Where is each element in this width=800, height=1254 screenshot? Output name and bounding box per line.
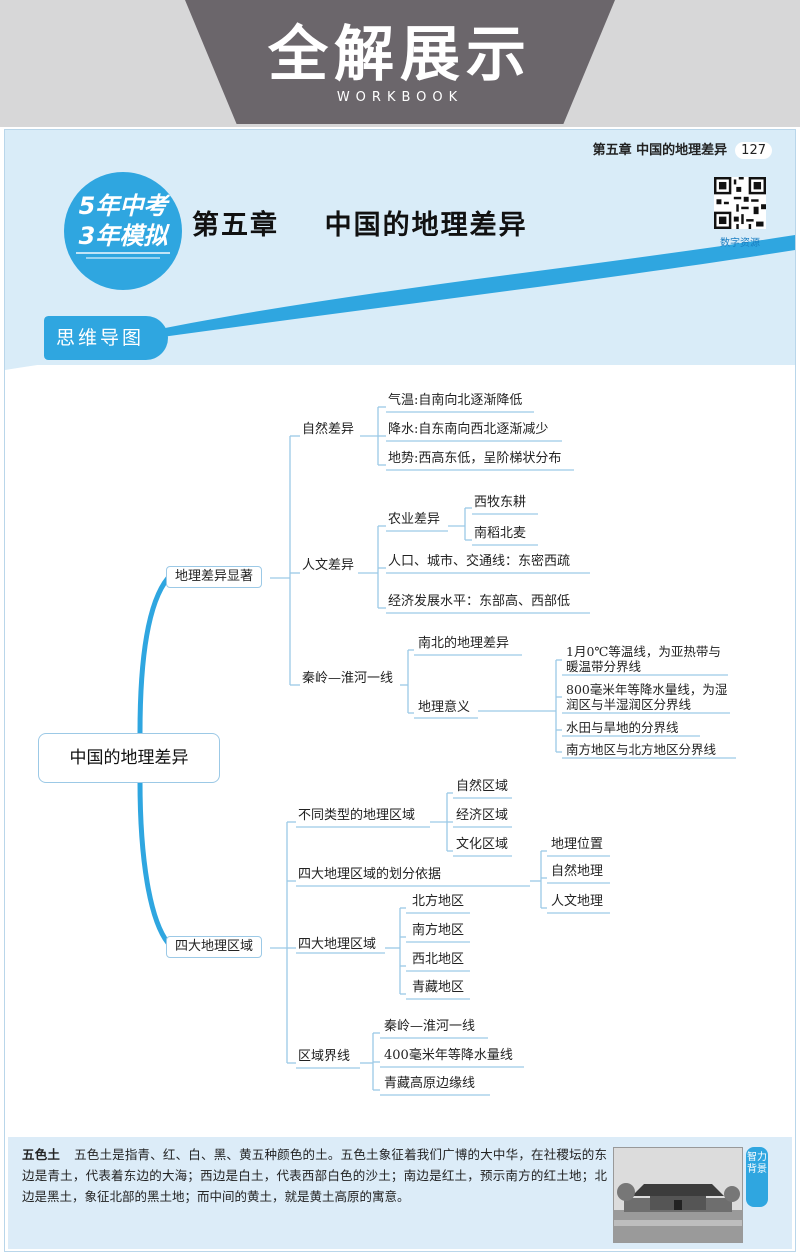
node-region-boundaries: 区域界线 bbox=[298, 1049, 351, 1064]
node-boundary-qinling: 秦岭—淮河一线 bbox=[384, 1019, 476, 1034]
node-temperature: 气温:自南向北逐渐降低 bbox=[388, 393, 523, 408]
node-natural-differences: 自然差异 bbox=[302, 422, 355, 437]
branch-geo-differences: 地理差异显著 bbox=[166, 566, 263, 588]
node-qingzang-region: 青藏地区 bbox=[412, 980, 465, 995]
node-agri-differences: 农业差异 bbox=[388, 512, 441, 527]
banner-title: 全解展示 bbox=[268, 20, 532, 90]
node-economic-level: 经济发展水平：东部高、西部低 bbox=[388, 594, 571, 609]
node-northwest-region: 西北地区 bbox=[412, 952, 465, 967]
note-term: 五色土 bbox=[22, 1147, 61, 1162]
page-number: 127 bbox=[735, 142, 772, 159]
side-tab bbox=[746, 1147, 768, 1207]
node-location: 地理位置 bbox=[551, 837, 604, 852]
qr-label: 数字资源 bbox=[720, 238, 760, 249]
node-precipitation: 降水:自东南向西北逐渐减少 bbox=[388, 422, 549, 437]
node-qinling-huaihe: 秦岭—淮河一线 bbox=[302, 671, 394, 686]
qr-code-icon[interactable] bbox=[714, 177, 766, 229]
node-economic-region: 经济区域 bbox=[456, 808, 509, 823]
logo-text-line1: 5年中考 bbox=[78, 192, 168, 220]
logo: 5年中考 3年模拟 bbox=[64, 172, 182, 290]
node-population-city-transport: 人口、城市、交通线：东密西疏 bbox=[388, 554, 571, 569]
banner-subtitle: WORKBOOK bbox=[336, 90, 464, 105]
header-wave bbox=[5, 220, 795, 370]
node-geo-significance: 地理意义 bbox=[418, 700, 471, 715]
node-south-rice-north-wheat: 南稻北麦 bbox=[474, 526, 527, 541]
node-cultural-region: 文化区域 bbox=[456, 837, 509, 852]
node-terrain: 地势:西高东低，呈阶梯状分布 bbox=[388, 451, 562, 466]
note-body: 五色土是指青、红、白、黑、黄五种颜色的土。五色土象征着我们广博的大中华，在社稷坛… bbox=[22, 1147, 607, 1204]
background-note-text: 五色土五色土是指青、红、白、黑、黄五种颜色的土。五色土象征着我们广博的大中华，在… bbox=[22, 1144, 607, 1207]
section-badge-label: 思维导图 bbox=[56, 327, 145, 349]
temple-photo-illustration bbox=[614, 1148, 742, 1242]
node-division-basis: 四大地理区域的划分依据 bbox=[298, 867, 442, 882]
node-human-geo: 人文地理 bbox=[551, 894, 604, 909]
temple-photo bbox=[613, 1147, 743, 1243]
node-region-types: 不同类型的地理区域 bbox=[298, 808, 416, 823]
node-natural-region: 自然区域 bbox=[456, 779, 509, 794]
node-human-differences: 人文差异 bbox=[302, 558, 355, 573]
logo-decoration bbox=[76, 252, 170, 259]
node-meaning-paddy-dry: 水田与旱地的分界线 bbox=[566, 720, 679, 735]
side-tab-label: 智力背景 bbox=[747, 1152, 767, 1175]
chapter-title: 第五章 中国的地理差异 bbox=[192, 210, 528, 241]
mindmap-root: 中国的地理差异 bbox=[38, 733, 220, 783]
node-meaning-isotherm: 1月0℃等温线，为亚热带与暖温带分界线 bbox=[566, 644, 721, 674]
node-meaning-regions: 南方地区与北方地区分界线 bbox=[566, 742, 717, 757]
branch-four-regions: 四大地理区域 bbox=[166, 936, 263, 958]
logo-text-line2: 3年模拟 bbox=[78, 222, 168, 250]
node-north-region: 北方地区 bbox=[412, 894, 465, 909]
node-boundary-plateau: 青藏高原边缘线 bbox=[384, 1076, 476, 1091]
node-north-south-differences: 南北的地理差异 bbox=[418, 636, 510, 651]
node-four-regions: 四大地理区域 bbox=[298, 937, 377, 952]
section-badge bbox=[44, 316, 168, 360]
node-boundary-400mm: 400毫米年等降水量线 bbox=[384, 1048, 513, 1063]
banner-tab bbox=[185, 0, 615, 124]
node-south-region: 南方地区 bbox=[412, 923, 465, 938]
node-physical-geo: 自然地理 bbox=[551, 864, 604, 879]
node-west-herd-east-farm: 西牧东耕 bbox=[474, 495, 527, 510]
node-meaning-precip-line: 800毫米年等降水量线，为湿润区与半湿润区分界线 bbox=[566, 682, 728, 712]
